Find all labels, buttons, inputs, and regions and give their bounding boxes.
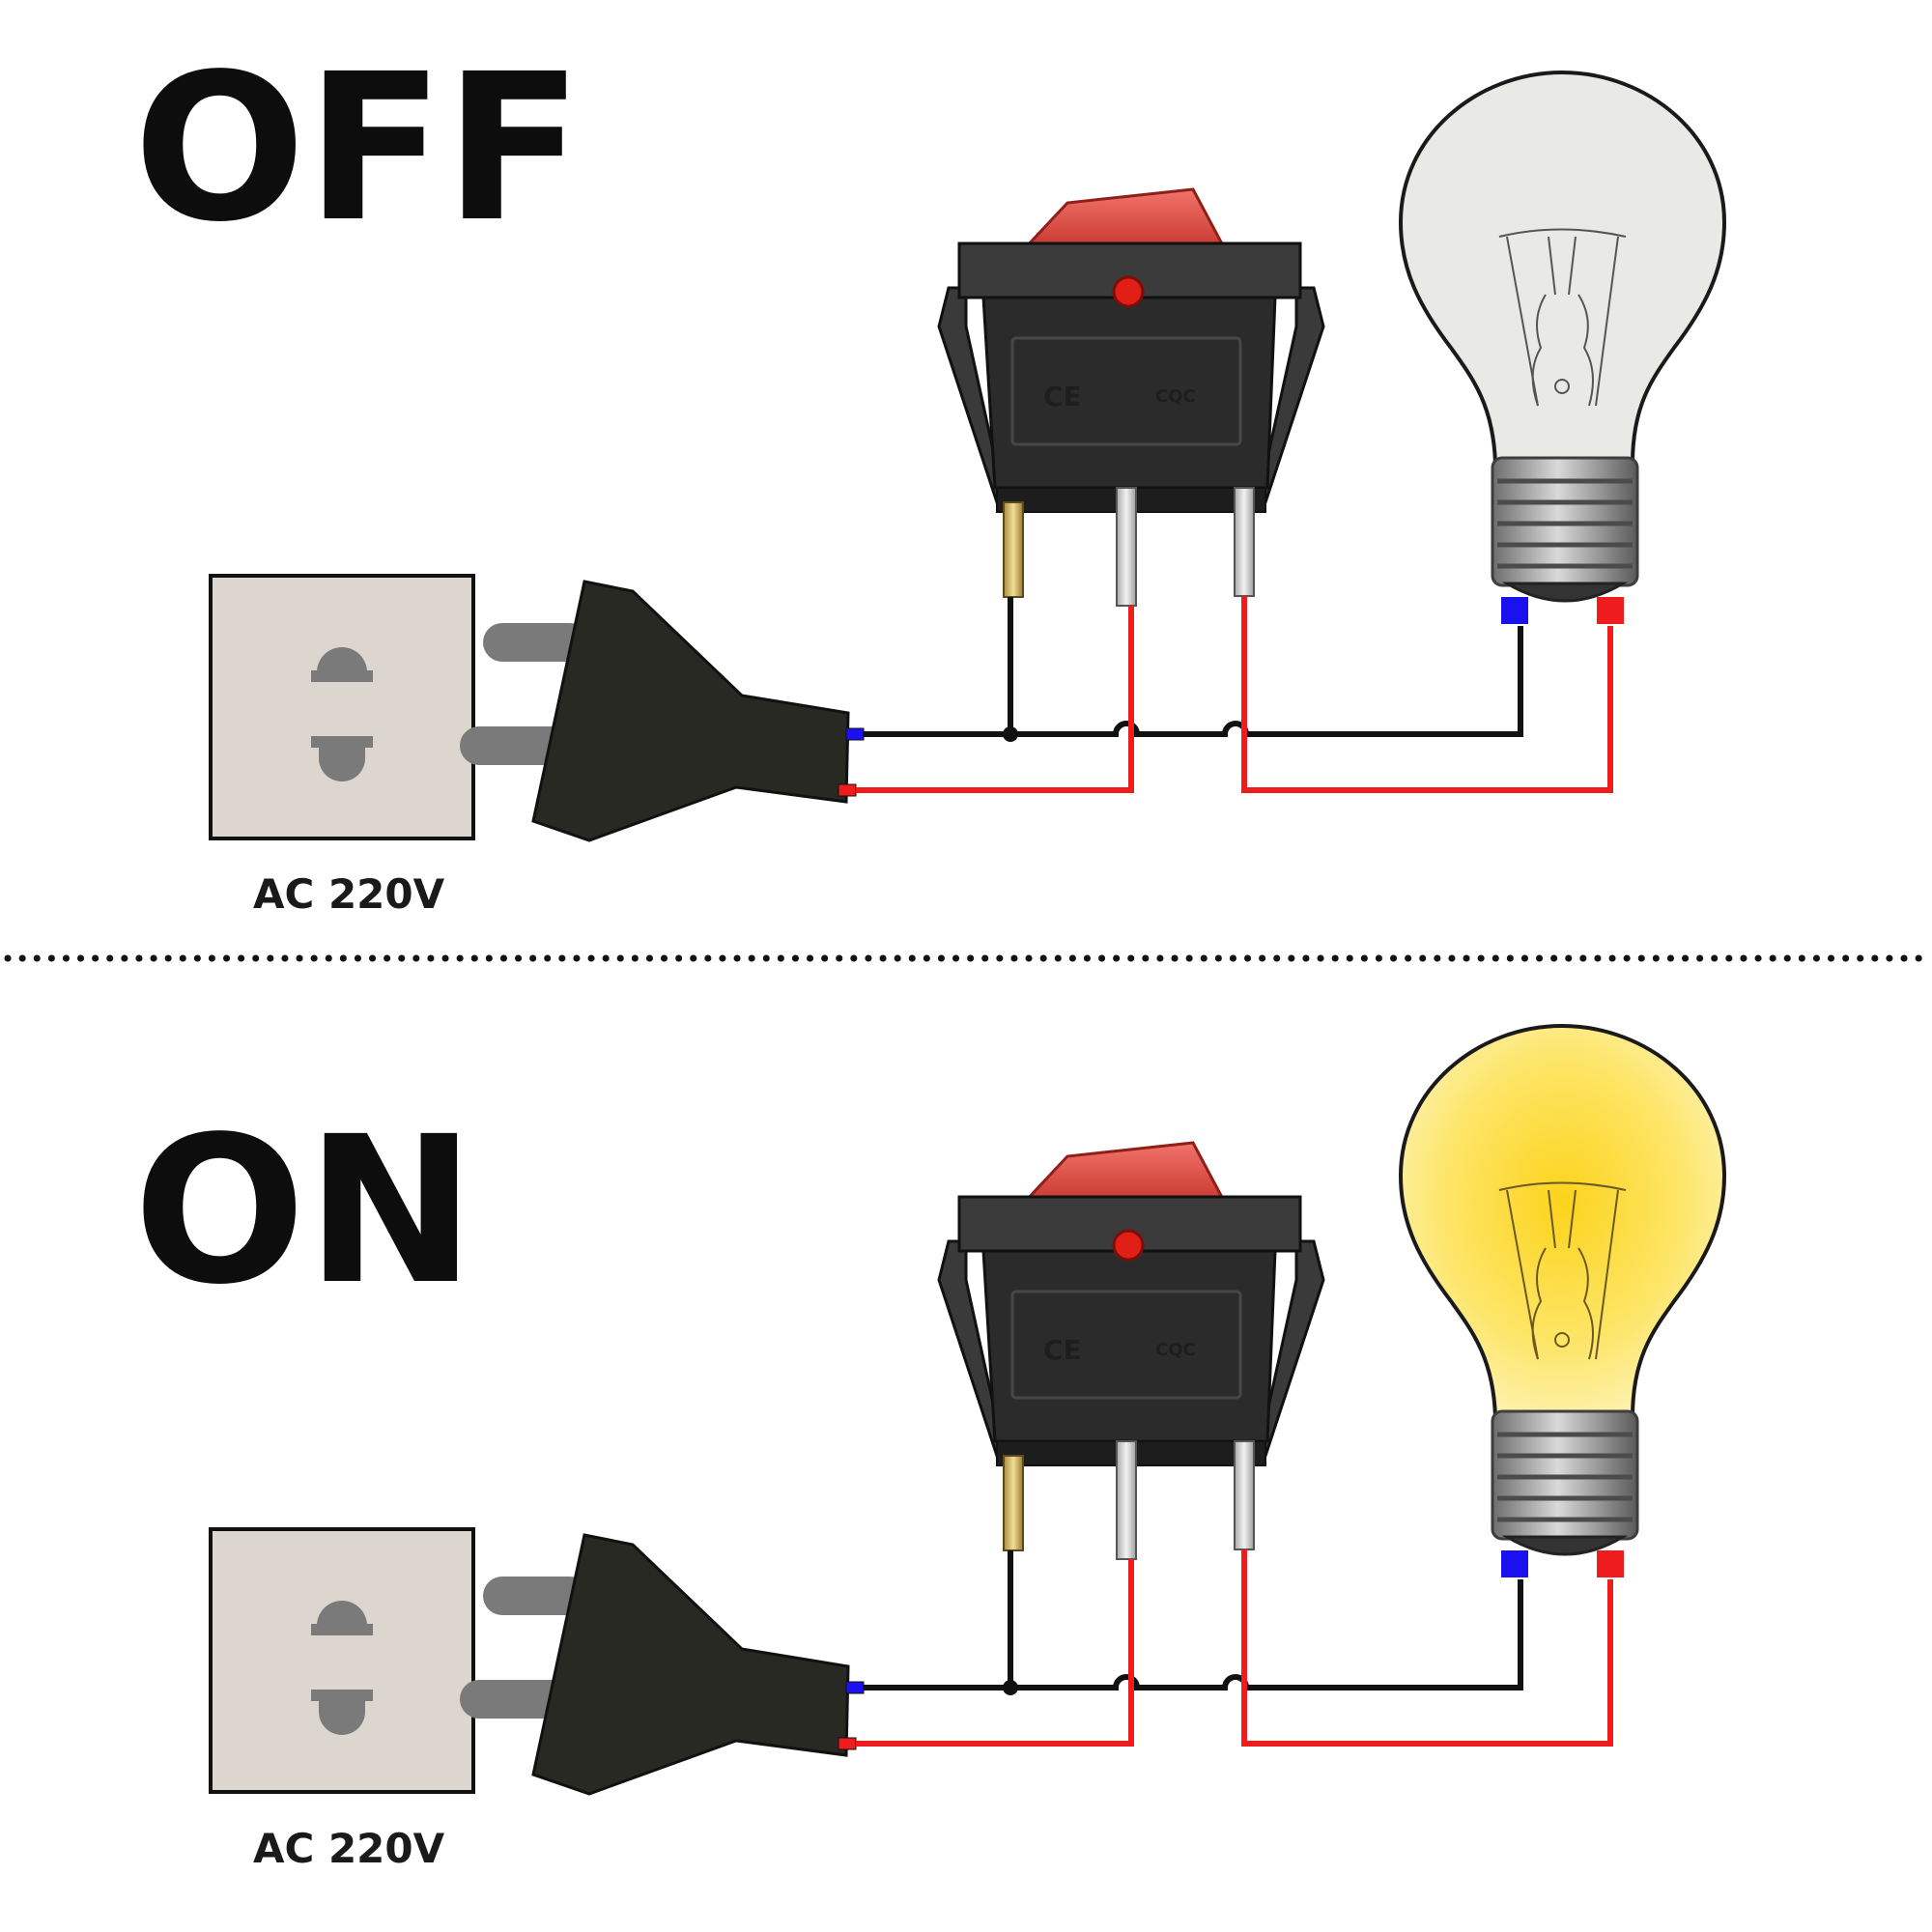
neutral-terminal-off <box>1501 597 1528 624</box>
bulb-glass-off <box>1398 70 1727 466</box>
source-label-on: AC 220V <box>253 1825 445 1872</box>
bulb-filament-on <box>1498 1181 1627 1360</box>
live-terminal-off <box>1597 597 1624 624</box>
neutral-terminal-on <box>1501 1550 1528 1577</box>
ce-mark-off: CE <box>1043 381 1082 412</box>
cqc-mark-on: CQC <box>1155 1340 1196 1360</box>
ce-mark-on: CE <box>1043 1334 1082 1366</box>
state-label-off: OFF <box>133 30 582 267</box>
bulb-filament-off <box>1498 228 1627 407</box>
live-terminal-on <box>1597 1550 1624 1577</box>
cqc-mark-off: CQC <box>1155 386 1196 407</box>
state-label-on: ON <box>133 1093 475 1329</box>
panel-on: ON AC 220V CE CQC <box>133 1023 1727 1872</box>
source-label-off: AC 220V <box>253 870 445 918</box>
bulb-glass-on <box>1398 1023 1727 1419</box>
panel-off: OFF AC 220V CE CQC <box>133 30 1727 918</box>
